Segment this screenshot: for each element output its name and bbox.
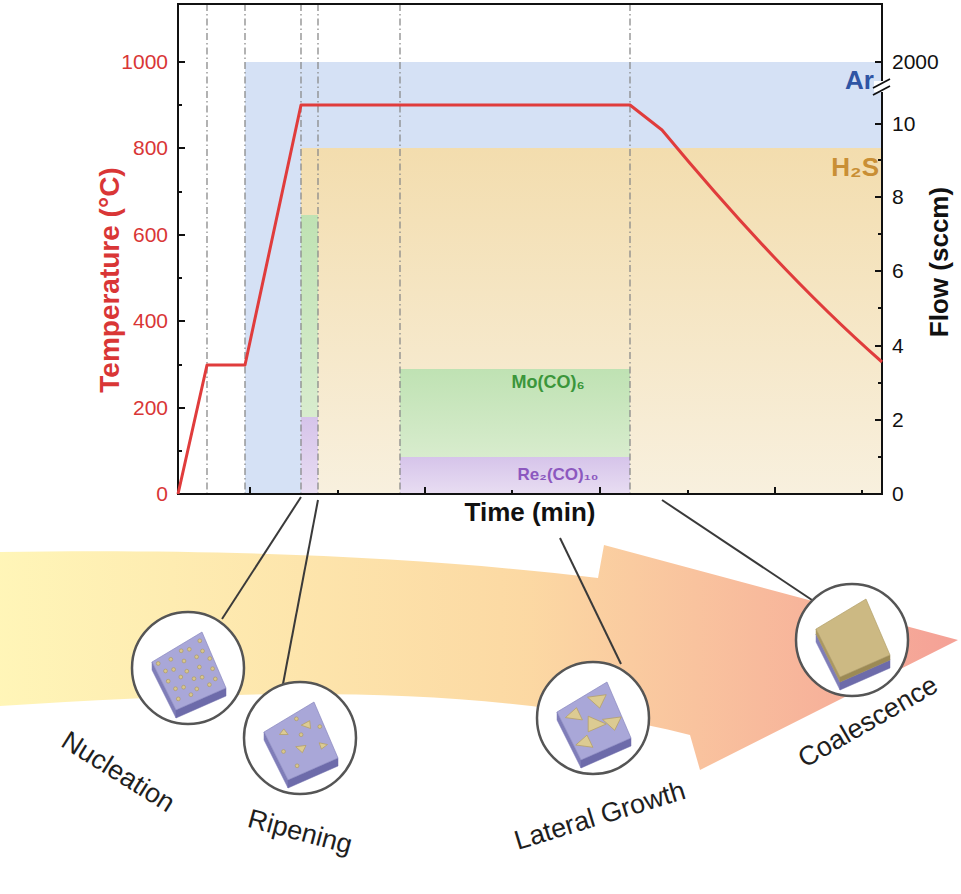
nucleus-dot: [295, 764, 299, 768]
nucleus-dot: [295, 717, 299, 721]
growth-stage: Ripening: [242, 680, 358, 796]
tick-label: 600: [133, 223, 168, 247]
mos2-domain: [301, 721, 310, 729]
nucleus-dot: [213, 677, 217, 681]
left-axis-ticks: [178, 62, 185, 451]
right-axis-ticks: [875, 62, 882, 457]
mo-pulse-fill: [301, 215, 318, 494]
stage-circle: [537, 662, 649, 774]
gas-band: H₂S Mo(CO)₆ Re₂(CO)₁₀: [301, 148, 882, 494]
gas-band: Mo(CO)₆ Re₂(CO)₁₀: [400, 369, 630, 494]
nucleus-dot: [192, 677, 196, 681]
nucleus-dot: [208, 683, 212, 687]
nucleus-dot: [156, 662, 160, 666]
tick-label: 2000: [892, 50, 939, 74]
nucleus-dot: [211, 667, 215, 671]
stage-circle: [796, 584, 908, 696]
mos2-domain: [576, 735, 593, 747]
nucleus-dot: [318, 725, 322, 729]
gas-band: Re₂(CO)₁₀: [400, 457, 630, 494]
stage-circle: [132, 612, 244, 724]
band-label: Ar: [845, 66, 874, 96]
nucleus-dot: [198, 639, 202, 643]
substrate-top: [264, 702, 338, 780]
nucleus-dot: [282, 750, 286, 754]
mos2-domain: [588, 695, 607, 708]
growth-stage: Lateral Growth: [535, 660, 651, 776]
nucleus-dot: [166, 679, 170, 683]
nucleus-dot: [164, 669, 168, 673]
axis-break: [873, 79, 890, 95]
time-axis-ticks: [250, 487, 862, 494]
tick-label: 400: [133, 309, 168, 333]
tick-label: 800: [133, 136, 168, 160]
re-band-fill: [400, 457, 630, 494]
band-label: Re₂(CO)₁₀: [518, 465, 599, 485]
nucleus-dot: [201, 649, 205, 653]
leader-lines: [222, 497, 812, 684]
band-label: H₂S: [831, 153, 879, 183]
mo-band-fill: [400, 369, 630, 494]
growth-stage: Nucleation: [130, 610, 246, 726]
nucleus-dot: [172, 668, 176, 672]
nucleus-dot: [195, 687, 199, 691]
tick-label: 6: [892, 259, 904, 283]
mos2-domain: [603, 717, 622, 730]
substrate-top: [557, 682, 631, 760]
temperature-curve: [178, 105, 882, 494]
tick-label: 2: [892, 408, 904, 432]
nucleus-dot: [182, 685, 186, 689]
nucleus-dot: [179, 675, 183, 679]
mos2-domain: [319, 743, 327, 749]
nucleus-dot: [174, 687, 178, 691]
axis-title: Flow (sccm): [925, 187, 955, 337]
stage-illustration: [242, 680, 358, 796]
nucleus-dot: [169, 657, 173, 661]
nucleus-dot: [185, 669, 189, 673]
mos2-domain: [588, 716, 606, 732]
re-pulse-fill: [301, 417, 318, 494]
mos2-domain: [296, 745, 306, 752]
stage-illustration: [535, 660, 651, 776]
band-label: Mo(CO)₆: [511, 372, 584, 393]
stage-illustration: [130, 610, 246, 726]
nucleus-dot: [208, 657, 212, 661]
substrate-top: [152, 632, 226, 710]
tick-label: 10: [892, 112, 915, 136]
nucleus-dot: [176, 697, 180, 701]
tick-label: 0: [892, 482, 904, 506]
gas-band: ArH₂S Mo(CO)₆ Re₂(CO)₁₀: [245, 62, 882, 494]
axis-title: Temperature (°C): [94, 167, 126, 392]
nucleus-dot: [195, 655, 199, 659]
tick-label: 4: [892, 334, 904, 358]
mos2-domain: [280, 729, 289, 735]
stage-circle: [244, 682, 356, 794]
ar-band-fill: [245, 62, 882, 494]
h2s-band-fill: [301, 148, 882, 494]
stage-label: Ripening: [245, 803, 356, 861]
growth-stage: Coalescence: [794, 582, 910, 698]
tick-label: 1000: [121, 50, 168, 74]
nucleus-dot: [200, 675, 204, 679]
nucleus-dot: [179, 649, 183, 653]
tick-label: 200: [133, 396, 168, 420]
mos2-domain: [565, 708, 582, 720]
stage-label: Lateral Growth: [511, 775, 689, 856]
nucleus-dot: [187, 647, 191, 651]
nucleus-dot: [299, 733, 303, 737]
tick-label: 8: [892, 185, 904, 209]
tick-label: 0: [156, 482, 168, 506]
stage-illustration: [794, 582, 910, 698]
axis-title: Time (min): [465, 498, 596, 528]
nucleus-dot: [189, 693, 193, 697]
plot-frame: [178, 4, 882, 494]
nucleus-dot: [198, 665, 202, 669]
substrate-top: [816, 599, 890, 677]
nucleus-dot: [182, 659, 186, 663]
stage-label: Nucleation: [56, 725, 181, 819]
